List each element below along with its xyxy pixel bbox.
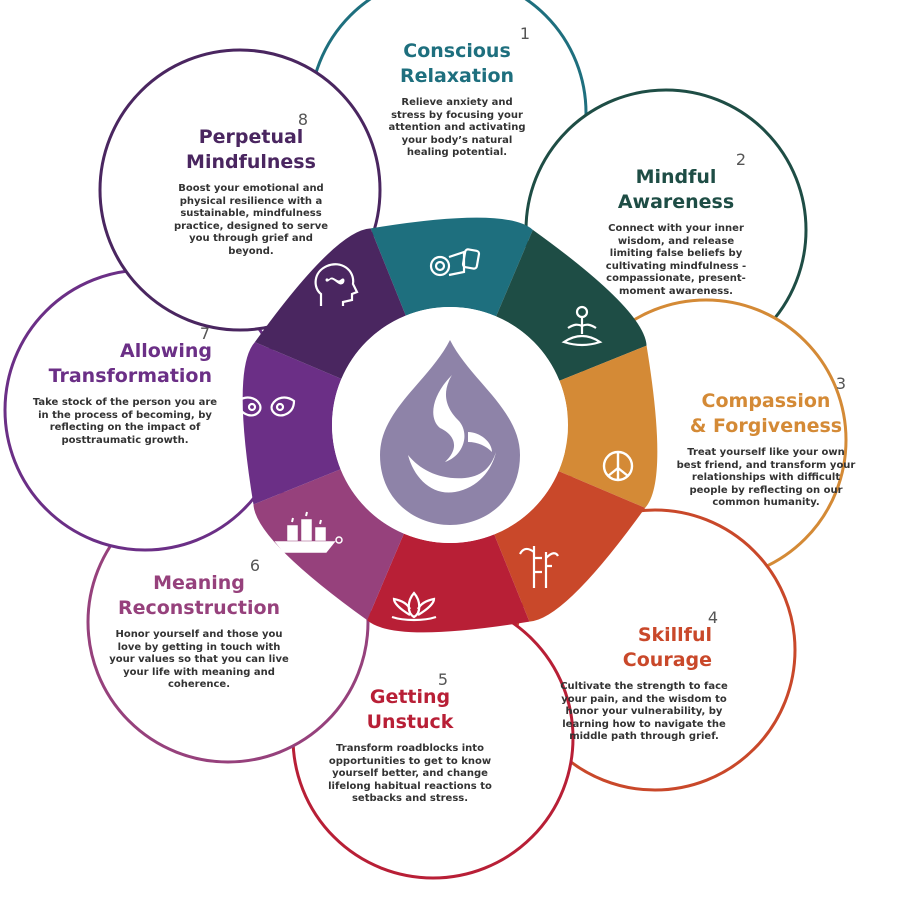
step-title: Getting Unstuck bbox=[366, 686, 454, 733]
step-title: Compassion & Forgiveness bbox=[689, 390, 843, 437]
step-7-card: 7 Allowing Transformation Take stock of … bbox=[30, 324, 220, 447]
step-3-card: 3 Compassion & Forgiveness Treat yoursel… bbox=[674, 374, 858, 510]
step-8-circle bbox=[98, 48, 382, 332]
step-8-card: 8 Perpetual Mindfulness Boost your emoti… bbox=[168, 110, 334, 259]
candles-icon bbox=[274, 511, 343, 553]
step-description: Cultivate the strength to face your pain… bbox=[560, 681, 728, 743]
mudra-hands-icon bbox=[236, 396, 296, 417]
bamboo-icon bbox=[519, 546, 559, 588]
petal-step-1 bbox=[370, 217, 533, 317]
step-1-card: 1 Conscious Relaxation Relieve anxiety a… bbox=[372, 24, 542, 160]
step-2-card: 2 Mindful Awareness Connect with your in… bbox=[596, 150, 756, 299]
step-number: 8 bbox=[297, 110, 308, 129]
step-description: Transform roadblocks into opportunities … bbox=[328, 743, 492, 805]
peace-sign-icon bbox=[602, 450, 634, 482]
step-number: 3 bbox=[835, 374, 846, 393]
step-description: Relieve anxiety and stress by focusing y… bbox=[388, 97, 526, 159]
step-description: Treat yourself like your own best friend… bbox=[676, 447, 856, 509]
petal-step-4 bbox=[494, 471, 646, 622]
mind-infinity-head-icon bbox=[314, 263, 359, 306]
step-description: Boost your emotional and physical resili… bbox=[173, 183, 329, 257]
step-number: 1 bbox=[519, 24, 530, 43]
step-5-card: 5 Getting Unstuck Transform roadblocks i… bbox=[328, 670, 492, 806]
step-number: 6 bbox=[249, 556, 260, 575]
step-number: 5 bbox=[437, 670, 448, 689]
step-title: Skillful Courage bbox=[622, 624, 712, 671]
step-title: Mindful Awareness bbox=[617, 166, 735, 213]
step-description: Honor yourself and those you love by get… bbox=[109, 629, 289, 691]
lotus-icon bbox=[391, 591, 437, 622]
step-number: 7 bbox=[199, 324, 210, 343]
water-drop-flame-icon bbox=[380, 340, 520, 525]
petal-step-2 bbox=[496, 229, 647, 381]
step-number: 2 bbox=[735, 150, 746, 169]
outer-step-circles bbox=[3, 0, 848, 880]
step-title: Allowing Transformation bbox=[48, 340, 212, 387]
step-title: Perpetual Mindfulness bbox=[186, 126, 316, 173]
step-description: Connect with your inner wisdom, and rele… bbox=[605, 223, 747, 297]
step-4-card: 4 Skillful Courage Cultivate the strengt… bbox=[556, 608, 732, 744]
step-description: Take stock of the person you are in the … bbox=[32, 397, 218, 446]
step-6-card: 6 Meaning Reconstruction Honor yourself … bbox=[108, 556, 290, 692]
petal-step-7 bbox=[242, 342, 342, 505]
meditation-figure-icon bbox=[561, 305, 603, 347]
yoga-mat-pillow-icon bbox=[429, 248, 481, 277]
step-number: 4 bbox=[707, 608, 718, 627]
step-title: Meaning Reconstruction bbox=[117, 572, 281, 619]
petal-step-8 bbox=[254, 228, 406, 379]
step-title: Conscious Relaxation bbox=[399, 40, 515, 87]
